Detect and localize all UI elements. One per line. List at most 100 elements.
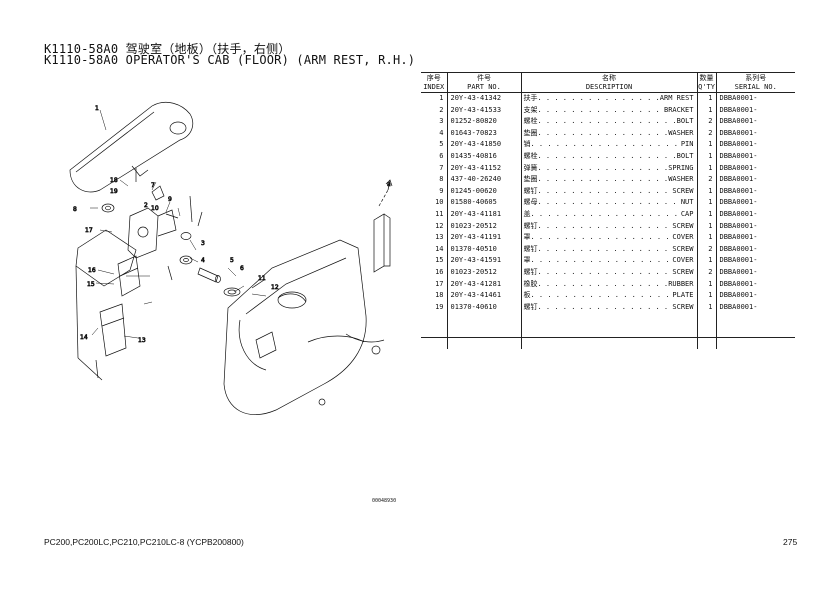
cell-part-no: 01023-20512 bbox=[446, 220, 521, 233]
cell-serial-no: DBBA0001- bbox=[715, 266, 795, 279]
page-title-english: K1110-58A0 OPERATOR'S CAB (FLOOR) (ARM R… bbox=[44, 53, 416, 67]
description-english: SCREW bbox=[672, 244, 694, 253]
cell-quantity: 2 bbox=[696, 127, 716, 140]
cell-description: 螺栓BOLT bbox=[520, 150, 697, 163]
cell-index: 7 bbox=[439, 163, 444, 172]
description-chinese: 橡胶 bbox=[523, 279, 538, 288]
cell-index: 6 bbox=[439, 151, 444, 160]
cell-quantity: 1 bbox=[696, 104, 716, 117]
callout-13: 13 bbox=[138, 337, 146, 344]
description-english: BOLT bbox=[676, 117, 694, 126]
cell-part-no: 01435-40816 bbox=[446, 150, 521, 163]
cell-quantity: 1 bbox=[696, 92, 716, 105]
description-chinese: 螺母 bbox=[523, 198, 538, 207]
leader-dots bbox=[538, 105, 664, 117]
description-chinese: 扶手 bbox=[523, 94, 538, 102]
cell-serial-no: DBBA0001- bbox=[715, 150, 795, 163]
description-chinese: 螺钉 bbox=[523, 244, 538, 253]
arm-rest-illustration bbox=[69, 102, 194, 193]
cell-serial-no: DBBA0001- bbox=[715, 208, 795, 221]
page-number: 275 bbox=[783, 537, 798, 547]
description-english: SPRING bbox=[668, 163, 694, 172]
cell-description: 螺钉SCREW bbox=[520, 266, 697, 279]
callout-19: 19 bbox=[110, 188, 118, 195]
callout-1: 1 bbox=[95, 105, 99, 112]
cell-description: 螺钉 SCREW bbox=[520, 243, 697, 256]
cell-part-no: 20Y-43-41152 bbox=[446, 162, 521, 175]
cell-serial-no: DBBA0001- bbox=[715, 104, 795, 117]
cell-part-no: 20Y-43-41281 bbox=[446, 278, 521, 291]
cell-description: 螺钉SCREW bbox=[520, 301, 697, 314]
cell-quantity: 1 bbox=[696, 162, 716, 175]
cell-description: 螺钉SCREW bbox=[520, 185, 697, 198]
description-chinese: 螺钉 bbox=[523, 221, 538, 230]
cell-quantity: 1 bbox=[696, 301, 716, 314]
description-chinese: 盖 bbox=[523, 209, 531, 218]
cell-description: 罩COVER bbox=[520, 255, 697, 267]
leader-dots bbox=[538, 244, 673, 256]
leader-dots bbox=[538, 279, 669, 291]
cell-index: 12 bbox=[435, 221, 444, 230]
cell-part-no: 01252-80820 bbox=[446, 116, 521, 128]
callout-12: 12 bbox=[271, 284, 279, 291]
seat-post-illustration bbox=[373, 179, 393, 273]
cell-part-no: 20Y-43-41533 bbox=[446, 104, 521, 117]
callout-10: 10 bbox=[151, 205, 159, 212]
leader-dots bbox=[538, 163, 669, 175]
description-chinese: 垫圈 bbox=[523, 128, 538, 137]
cell-description: 螺钉SCREW bbox=[520, 220, 697, 233]
description-chinese: 罩 bbox=[523, 233, 531, 242]
cell-quantity: 1 bbox=[696, 150, 716, 163]
leader-dots bbox=[538, 93, 660, 105]
callout-15: 15 bbox=[87, 281, 95, 288]
callout-16: 16 bbox=[88, 267, 96, 274]
table-filler-row bbox=[421, 313, 795, 350]
callout-11: 11 bbox=[258, 275, 266, 282]
callout-3: 3 bbox=[201, 240, 205, 247]
drawing-number: 00048930 bbox=[372, 498, 397, 504]
reference-mark-a: a bbox=[387, 181, 391, 188]
description-chinese: 支架 bbox=[523, 105, 538, 114]
cell-index: 2 bbox=[439, 105, 444, 114]
leader-dots bbox=[538, 128, 669, 140]
page-title-chinese: K1110-58A0 驾驶室（地板）（扶手，右侧） bbox=[44, 42, 291, 56]
cell-part-no: 01245-00620 bbox=[446, 185, 521, 198]
description-english: NUT bbox=[680, 198, 694, 207]
cell-serial-no: DBBA0001- bbox=[715, 301, 795, 314]
callout-8: 8 bbox=[73, 206, 77, 213]
leader-dots bbox=[538, 221, 673, 233]
description-english: SCREW bbox=[672, 267, 694, 276]
callout-14: 14 bbox=[80, 334, 88, 341]
cell-description: 橡胶RUBBER bbox=[520, 278, 697, 291]
cell-part-no: 20Y-43-41191 bbox=[446, 232, 521, 244]
seat-base-illustration bbox=[223, 239, 385, 415]
cell-serial-no: DBBA0001- bbox=[715, 92, 795, 105]
cell-index: 4 bbox=[439, 128, 444, 137]
description-english: WASHER bbox=[668, 175, 694, 184]
leader-dots bbox=[538, 186, 673, 198]
cell-quantity: 2 bbox=[696, 174, 716, 186]
cell-index: 8 bbox=[439, 175, 444, 184]
description-chinese: 垫圈 bbox=[523, 175, 538, 184]
leader-dots bbox=[531, 139, 681, 151]
cell-serial-no: DBBA0001- bbox=[715, 139, 795, 151]
cell-index: 13 bbox=[435, 233, 444, 242]
description-chinese: 罩 bbox=[523, 256, 531, 265]
cell-index: 17 bbox=[435, 279, 444, 288]
description-english: PLATE bbox=[672, 291, 694, 300]
cell-serial-no: DBBA0001- bbox=[715, 278, 795, 291]
callout-18: 18 bbox=[110, 177, 118, 184]
